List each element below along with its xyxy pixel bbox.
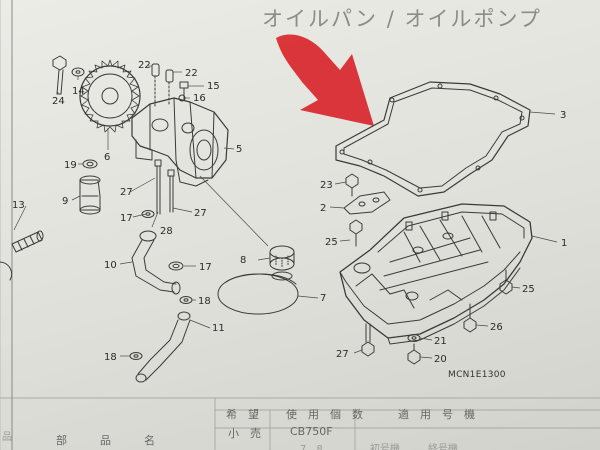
callout-part14: 14 [72,86,85,97]
oil-pan [339,203,533,345]
washer-part [141,210,155,218]
diagram-code: MCN1E1300 [448,370,506,380]
table-model: CB750F [290,425,333,438]
callout-part17: 17 [199,262,212,273]
oil-pan-gasket [335,81,531,197]
callout-part21: 21 [434,336,447,347]
callout-part26: 26 [490,322,503,333]
drain-plug [407,343,421,365]
table-left-mark: 品 [2,432,12,443]
callout-part28: 28 [160,226,173,237]
long-bolt [167,169,175,213]
pan-bracket [343,191,391,215]
sprocket-gear [79,59,141,133]
callout-part25: 25 [325,237,338,248]
oil-pump-body [131,97,229,187]
callout-part5: 5 [236,144,242,155]
callout-part18: 18 [198,296,211,307]
washer-part [168,261,184,271]
washer-part [129,352,143,360]
page-title: オイルパン / オイルポンプ [262,7,542,31]
callout-part13: 13 [12,200,25,211]
parts-table-grid [0,397,600,450]
long-bolt [361,323,375,357]
callout-part22: 22 [185,68,198,79]
callout-labels: 3 1 5 6 7 8 9 10 11 13 14 15 16 17 17 18… [12,60,567,365]
dowel-pin [151,63,174,107]
callout-part18: 18 [104,352,117,363]
callout-1-part3: 3 [560,110,566,121]
callout-part15: 15 [207,81,220,92]
bolt-part [349,219,363,247]
callout-part25: 25 [522,284,535,295]
callout-part11: 11 [212,323,225,334]
callout-part17: 17 [120,213,133,224]
oil-pipe-upper [131,230,181,295]
table-header-applicable: 適 用 号 機 [398,408,475,421]
oil-pipe-lower [135,311,191,383]
table-part-name: 部 品 名 [56,434,155,447]
table-first-unit: 初号機 [370,444,400,450]
table-header-quantity: 使 用 個 数 [286,408,363,421]
callout-part23: 23 [320,180,333,191]
bolt-part [345,173,359,197]
oil-strainer [269,245,295,271]
relief-valve [79,175,101,215]
callout-part7: 7 [320,293,326,304]
table-last-unit: 終号機 [428,444,458,450]
baffle-plate [217,271,299,315]
callout-part27: 27 [194,208,207,219]
callout-part2: 2 [320,203,326,214]
leader-lines [13,65,558,359]
callout-part10: 10 [104,260,117,271]
callout-part19: 19 [64,160,77,171]
washer-part [179,296,193,304]
table-retail: 小 売 [228,427,261,440]
long-bolt [154,159,162,215]
callout-part9: 9 [62,196,68,207]
table-digits: 7 8 [300,444,323,450]
callout-part16: 16 [193,93,206,104]
bolt-part [52,55,67,95]
callout-part24: 24 [52,96,65,107]
callout-part1: 1 [561,238,567,249]
table-header-hope: 希 望 [226,408,259,421]
small-bolt [179,81,189,101]
drive-shaft [11,230,44,253]
callout-part6: 6 [104,152,110,163]
red-arrow-icon [276,34,374,126]
callout-part8: 8 [240,255,246,266]
callout-part27: 27 [120,187,133,198]
washer-part [71,67,85,77]
callout-part27: 27 [336,349,349,360]
o-ring-part [82,159,98,169]
callout-part20: 20 [434,354,447,365]
bolt-part [463,303,477,333]
bolt-part [499,269,513,295]
callout-part22: 22 [138,60,151,71]
